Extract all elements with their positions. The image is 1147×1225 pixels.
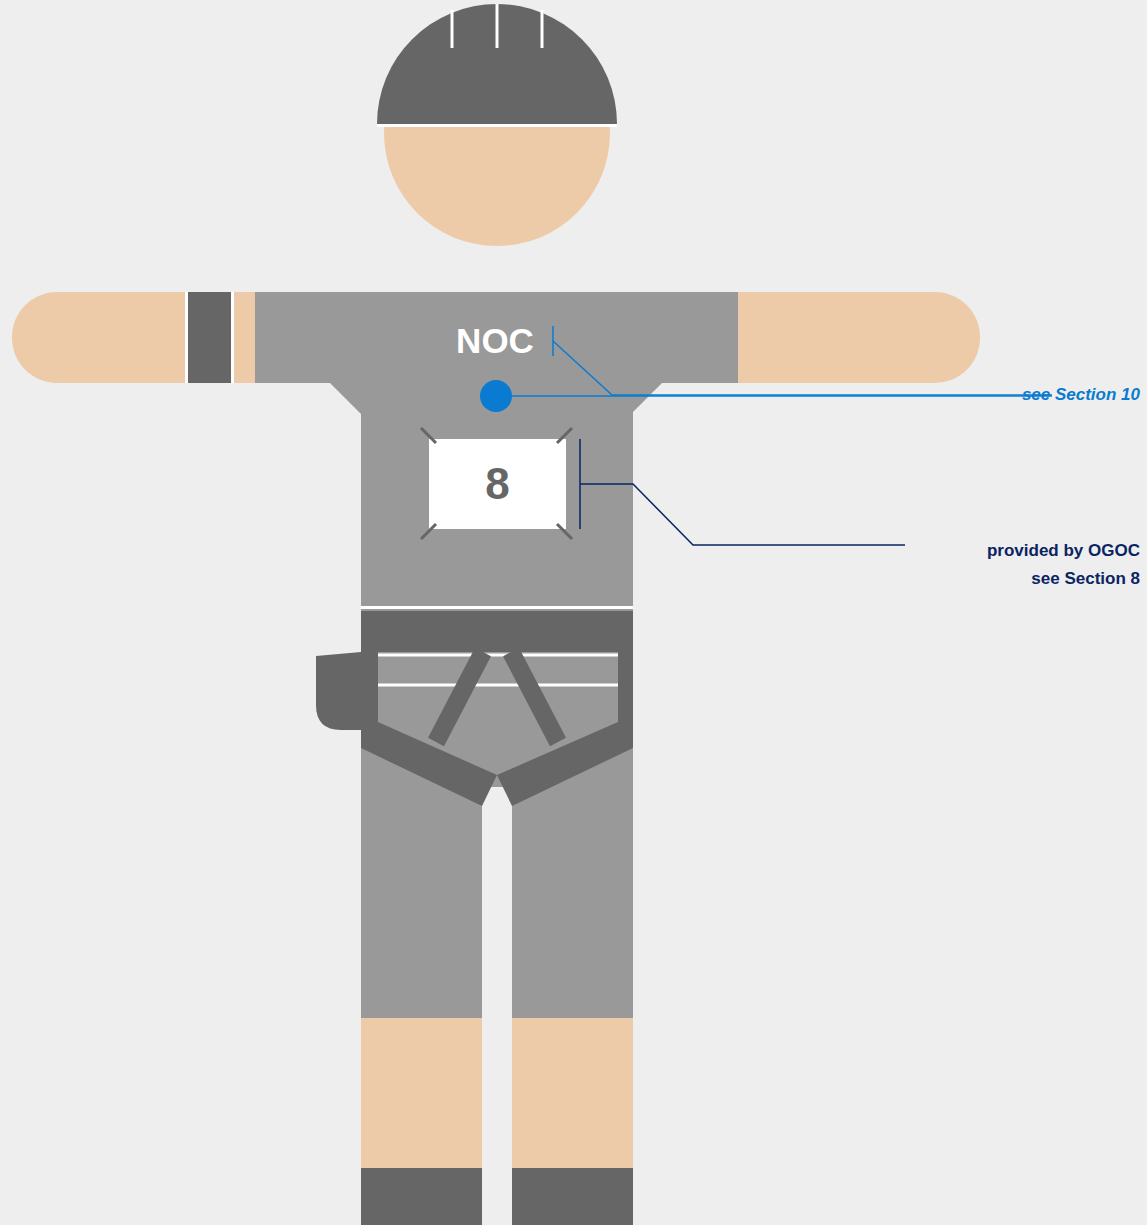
harness-straps: [436, 652, 558, 742]
leg-loop: [361, 722, 497, 806]
helmet: [377, 4, 617, 124]
harness-waist: [361, 611, 633, 652]
shirt: [255, 292, 738, 607]
harness-lines: [378, 655, 618, 685]
bib-pins: [421, 428, 572, 539]
leg-skin: [361, 1000, 482, 1170]
wristband-edge: [185, 292, 234, 383]
shoe: [361, 1168, 482, 1225]
helmet-vents: [452, 4, 542, 48]
shoe: [512, 1168, 633, 1225]
gear-pouch: [316, 652, 361, 730]
wristband: [188, 292, 231, 383]
section8-leader: [580, 439, 905, 545]
section-note: provided by OGOC see Section 8: [975, 537, 1140, 593]
bib-number: 8: [485, 462, 509, 506]
bib-number-box: 8: [429, 439, 566, 529]
pant-leg: [361, 607, 482, 1018]
leg-skin: [512, 1000, 633, 1170]
leg-loop: [497, 722, 633, 806]
shirt-hem: [361, 606, 633, 609]
section-note: see Section 10: [990, 383, 1140, 407]
pant-leg: [512, 607, 633, 1018]
noc-marking: NOC: [400, 318, 590, 364]
emblem-dot: [480, 380, 512, 412]
helmet-rim: [377, 124, 617, 127]
section10-leader: [512, 326, 1052, 396]
